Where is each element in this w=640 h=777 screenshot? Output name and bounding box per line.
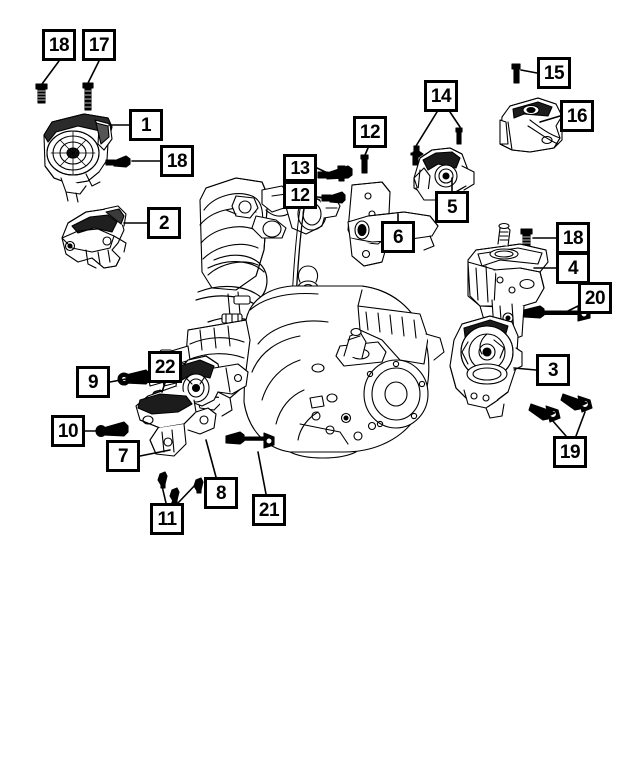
callout-13[interactable]: 13 [283, 154, 317, 182]
leader-19b [575, 411, 586, 437]
part-2-mount-bracket [61, 205, 127, 269]
callout-18-mid-left[interactable]: 18 [160, 145, 194, 177]
bolt-10 [95, 421, 129, 438]
callout-20[interactable]: 20 [578, 282, 612, 314]
leader-16 [539, 115, 561, 123]
part-6-lower-bracket [347, 181, 439, 267]
callout-22[interactable]: 22 [148, 351, 182, 383]
part-3-transmission-insulator [449, 315, 523, 419]
leader-7 [139, 449, 171, 457]
bolt-12-vertical-b [337, 165, 346, 182]
part-7-front-mount-bracket [135, 355, 249, 457]
part-1-engine-mount-insulator [43, 113, 113, 203]
leader-3 [513, 367, 537, 371]
callout-16[interactable]: 16 [560, 100, 594, 132]
callout-8[interactable]: 8 [204, 477, 238, 509]
leader-20 [565, 305, 579, 313]
bolt-9 [117, 369, 151, 386]
callout-12-upper[interactable]: 12 [353, 116, 387, 148]
leader-21 [257, 451, 267, 495]
bolt-18-mid [105, 155, 131, 168]
leader-15 [520, 69, 538, 74]
bolt-11-b [169, 487, 180, 505]
leader-12b [316, 196, 330, 199]
leader-18a [41, 60, 60, 85]
bolt-15 [511, 63, 521, 84]
callout-18-top-left[interactable]: 18 [42, 29, 76, 61]
callout-6[interactable]: 6 [381, 221, 415, 253]
leader-22 [161, 382, 166, 393]
callout-5[interactable]: 5 [435, 191, 469, 223]
leader-11b [171, 497, 175, 504]
leader-12a [364, 147, 369, 156]
callout-11[interactable]: 11 [150, 503, 184, 535]
callout-7[interactable]: 7 [106, 440, 140, 472]
part-16-support-bracket [499, 97, 563, 153]
leader-9 [109, 378, 127, 383]
engine-transaxle-assembly [147, 177, 445, 459]
callout-19[interactable]: 19 [553, 436, 587, 468]
callout-1[interactable]: 1 [129, 109, 163, 141]
stud-8 [193, 477, 204, 494]
leader-14b [449, 111, 461, 128]
callout-3[interactable]: 3 [536, 354, 570, 386]
callout-18-right[interactable]: 18 [556, 222, 590, 254]
bolt-19-right [560, 393, 593, 413]
callout-21[interactable]: 21 [252, 494, 286, 526]
leader-8 [205, 439, 217, 478]
bolt-21-through [225, 431, 275, 449]
callout-2[interactable]: 2 [147, 207, 181, 239]
callout-12-lower[interactable]: 12 [283, 181, 317, 209]
leader-14a [415, 111, 438, 147]
callout-4[interactable]: 4 [556, 252, 590, 284]
bolt-14-left [410, 145, 424, 166]
leader-13 [316, 167, 337, 178]
callout-17[interactable]: 17 [82, 29, 116, 61]
bolt-19-left [528, 403, 561, 423]
callout-9[interactable]: 9 [76, 366, 110, 398]
callout-14[interactable]: 14 [424, 80, 458, 112]
leader-11a [161, 485, 167, 504]
leader-19a [551, 419, 567, 437]
callout-15[interactable]: 15 [537, 57, 571, 89]
callout-10[interactable]: 10 [51, 415, 85, 447]
leader-11c [177, 481, 199, 504]
leader-17 [87, 60, 100, 84]
bolt-14-right [455, 127, 463, 145]
